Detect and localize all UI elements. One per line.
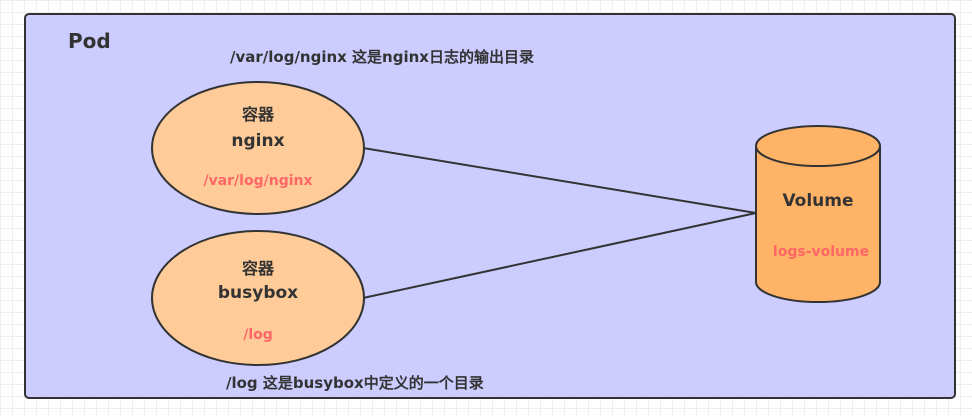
connector-nginx-volume	[362, 147, 757, 214]
volume-label: Volume	[782, 191, 853, 211]
container-name: nginx	[231, 131, 284, 151]
connector-busybox-volume	[362, 212, 757, 299]
container-path: /log	[243, 327, 273, 343]
container-nginx: 容器 nginx /var/log/nginx	[151, 81, 365, 215]
container-title: 容器	[241, 259, 275, 278]
pod-note-bottom: /log 这是busybox中定义的一个目录	[226, 374, 484, 392]
volume-name: logs-volume	[773, 244, 869, 260]
container-name: busybox	[218, 283, 298, 303]
pod-note-top: /var/log/nginx 这是nginx日志的输出目录	[230, 48, 534, 66]
container-busybox: 容器 busybox /log	[151, 230, 365, 366]
volume-cylinder: Volume logs-volume	[755, 125, 881, 303]
container-title: 容器	[241, 105, 275, 124]
container-path: /var/log/nginx	[203, 173, 312, 189]
pod-label: Pod	[68, 29, 111, 53]
